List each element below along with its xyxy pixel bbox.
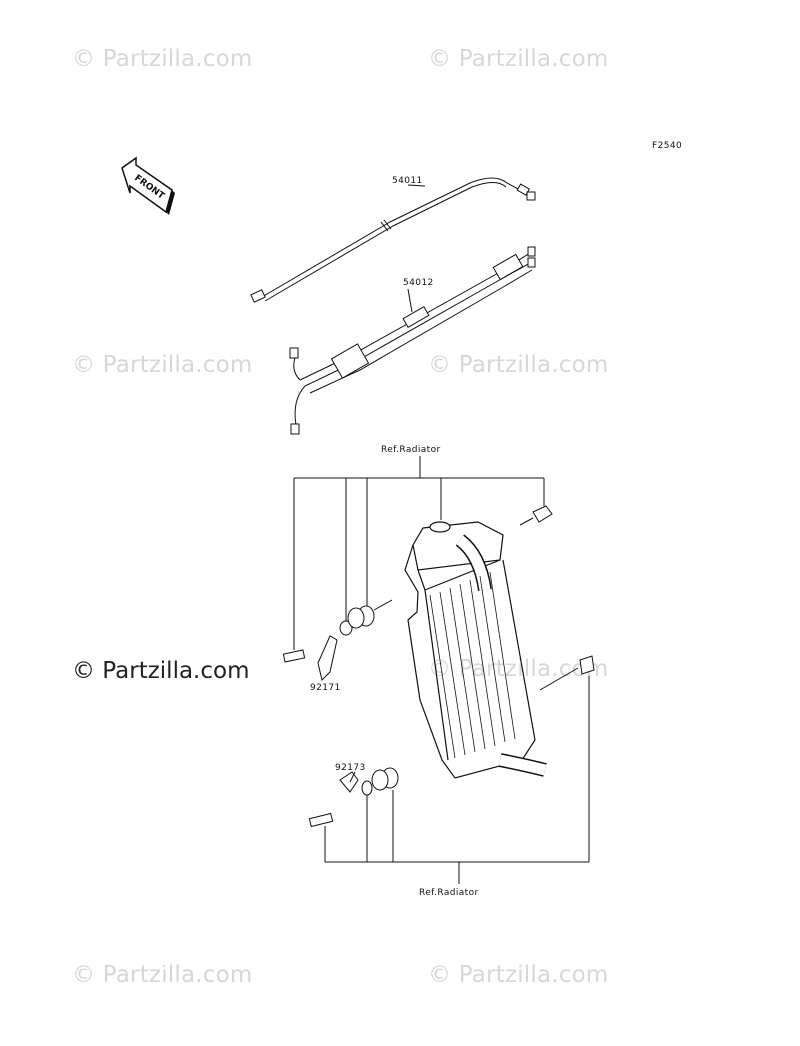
watermark-main: © Partzilla.com — [72, 658, 250, 684]
part-number-92173: 92173 — [335, 763, 366, 773]
watermark: © Partzilla.com — [72, 46, 253, 72]
ref-bracket-top — [293, 456, 545, 650]
part-number-54012: 54012 — [403, 278, 434, 288]
radiator-icon — [404, 521, 547, 779]
watermark: © Partzilla.com — [72, 962, 253, 988]
front-arrow-icon: FRONT — [121, 156, 175, 215]
watermark: © Partzilla.com — [428, 352, 609, 378]
part-number-54011: 54011 — [392, 176, 423, 186]
watermark: © Partzilla.com — [72, 352, 253, 378]
throttle-cable-54012 — [289, 246, 536, 435]
watermark: © Partzilla.com — [428, 656, 609, 682]
ref-radiator-top: Ref.Radiator — [381, 445, 441, 455]
ref-radiator-bottom: Ref.Radiator — [419, 888, 479, 898]
upper-mount-hardware — [282, 505, 553, 681]
throttle-cable-54011 — [250, 177, 536, 303]
watermark: © Partzilla.com — [428, 962, 609, 988]
figure-code: F2540 — [652, 141, 683, 151]
watermark: © Partzilla.com — [428, 46, 609, 72]
part-number-92171: 92171 — [310, 683, 341, 693]
ref-bracket-bottom — [324, 676, 590, 884]
lower-mount-hardware — [308, 655, 595, 828]
